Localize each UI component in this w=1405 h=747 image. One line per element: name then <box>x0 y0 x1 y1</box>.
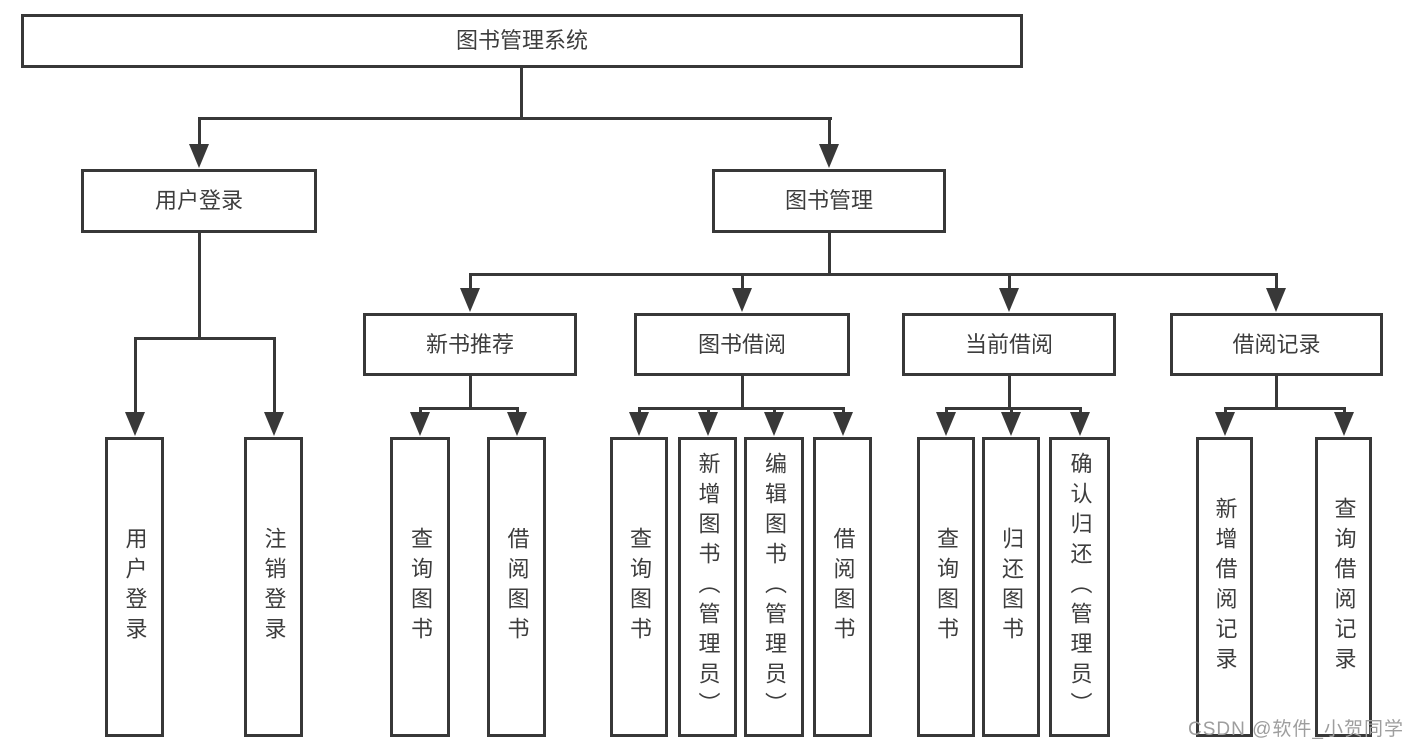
csdn-watermark: CSDN @软件_小贺同学 <box>1188 719 1404 740</box>
connector-line <box>469 273 472 295</box>
connector-line <box>134 337 137 415</box>
connector-line <box>273 337 276 415</box>
leaf-user-login: 用户登录 <box>105 437 164 737</box>
arrow-down-icon <box>999 288 1019 312</box>
arrow-down-icon <box>125 412 145 436</box>
arrow-down-icon <box>410 412 430 436</box>
connector-line <box>741 273 744 295</box>
connector-line <box>741 374 744 410</box>
leaf-records-query-borrow-record: 查询借阅记录 <box>1315 437 1372 737</box>
arrow-down-icon <box>507 412 527 436</box>
node-library-management-system: 图书管理系统 <box>21 14 1023 68</box>
connector-line <box>1008 273 1011 295</box>
connector-line <box>419 407 519 410</box>
arrow-down-icon <box>264 412 284 436</box>
connector-line <box>198 231 201 340</box>
arrow-down-icon <box>189 144 209 168</box>
leaf-borrow-borrow-books: 借阅图书 <box>813 437 872 737</box>
connector-line <box>198 117 832 120</box>
arrow-down-icon <box>732 288 752 312</box>
connector-line <box>469 273 1278 276</box>
arrow-down-icon <box>819 144 839 168</box>
connector-line <box>469 374 472 410</box>
connector-line <box>638 407 845 410</box>
leaf-newbooks-borrow-books: 借阅图书 <box>487 437 546 737</box>
leaf-records-add-borrow-record: 新增借阅记录 <box>1196 437 1253 737</box>
leaf-borrow-edit-books-admin: 编辑图书（管理员） <box>744 437 804 737</box>
arrow-down-icon <box>764 412 784 436</box>
connector-line <box>520 66 523 120</box>
connector-line <box>828 231 831 276</box>
node-book-borrowing: 图书借阅 <box>634 313 850 376</box>
connector-line <box>1224 407 1346 410</box>
leaf-borrow-add-books-admin: 新增图书（管理员） <box>678 437 737 737</box>
node-borrowing-records: 借阅记录 <box>1170 313 1383 376</box>
connector-line <box>945 407 1082 410</box>
connector-line <box>134 337 276 340</box>
leaf-logout: 注销登录 <box>244 437 303 737</box>
connector-line <box>1008 374 1011 410</box>
arrow-down-icon <box>460 288 480 312</box>
arrow-down-icon <box>1334 412 1354 436</box>
arrow-down-icon <box>1266 288 1286 312</box>
node-new-book-recommendation: 新书推荐 <box>363 313 577 376</box>
leaf-current-query-books: 查询图书 <box>917 437 975 737</box>
arrow-down-icon <box>1070 412 1090 436</box>
leaf-borrow-query-books: 查询图书 <box>610 437 668 737</box>
connector-line <box>1275 374 1278 410</box>
arrow-down-icon <box>698 412 718 436</box>
node-current-borrowing: 当前借阅 <box>902 313 1116 376</box>
arrow-down-icon <box>1001 412 1021 436</box>
connector-line <box>1275 273 1278 295</box>
connector-line <box>828 117 831 147</box>
arrow-down-icon <box>629 412 649 436</box>
arrow-down-icon <box>1215 412 1235 436</box>
leaf-current-return-books: 归还图书 <box>982 437 1040 737</box>
connector-line <box>198 117 201 147</box>
node-book-management: 图书管理 <box>712 169 946 233</box>
leaf-newbooks-query-books: 查询图书 <box>390 437 450 737</box>
arrow-down-icon <box>936 412 956 436</box>
node-user-login: 用户登录 <box>81 169 317 233</box>
leaf-current-confirm-return-admin: 确认归还（管理员） <box>1049 437 1110 737</box>
arrow-down-icon <box>833 412 853 436</box>
